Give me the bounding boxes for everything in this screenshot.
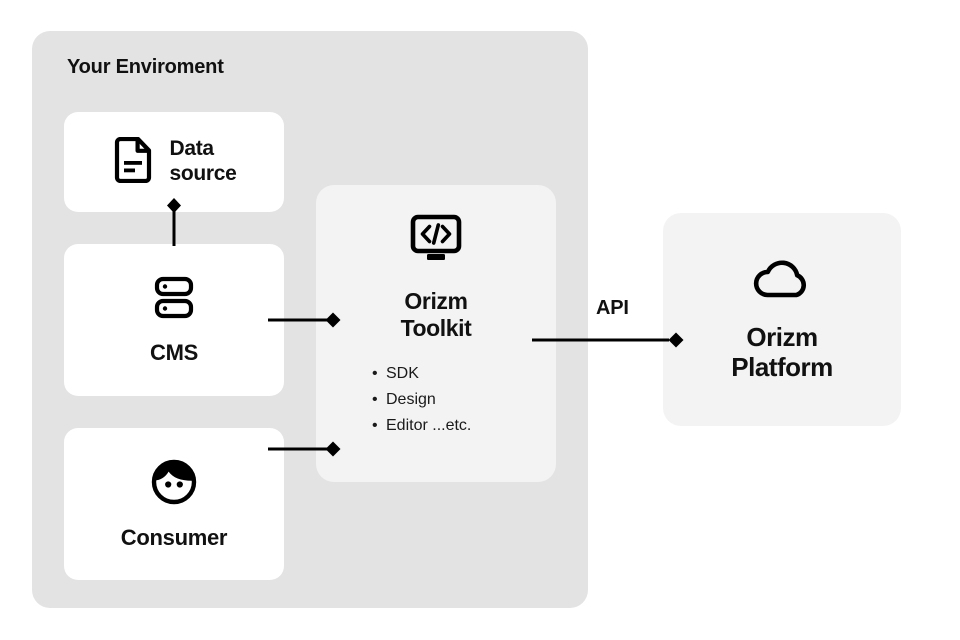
card-consumer-label: Consumer xyxy=(120,524,228,550)
card-orizm-platform-title-line2: Platform xyxy=(731,352,833,382)
toolkit-feature-list: SDK Design Editor ...etc. xyxy=(372,361,471,439)
card-cms-label: CMS xyxy=(150,339,198,365)
card-data-source-label-line2: source xyxy=(169,162,237,185)
document-icon xyxy=(111,136,155,188)
toolkit-feature-item: Editor ...etc. xyxy=(372,413,471,439)
card-orizm-toolkit-title-line2: Toolkit xyxy=(400,314,472,341)
card-orizm-toolkit-title-line1: Orizm xyxy=(404,288,468,314)
toolkit-feature-item: SDK xyxy=(372,361,471,387)
code-monitor-icon xyxy=(408,213,464,270)
card-orizm-platform-title-line1: Orizm xyxy=(746,321,818,352)
card-consumer[interactable]: Consumer xyxy=(64,428,284,580)
card-orizm-toolkit[interactable]: Orizm Toolkit SDK Design Editor ...etc. xyxy=(316,185,556,482)
toolkit-feature-item: Design xyxy=(372,387,471,413)
card-cms[interactable]: CMS xyxy=(64,244,284,396)
card-data-source-label-line1: Data xyxy=(169,137,214,161)
server-icon xyxy=(152,275,196,326)
card-data-source-label: Data source xyxy=(169,137,236,187)
card-orizm-platform[interactable]: Orizm Platform xyxy=(663,213,901,426)
connector-api-label: API xyxy=(596,297,629,319)
environment-title: Your Enviroment xyxy=(67,56,224,78)
cloud-icon xyxy=(750,257,814,306)
card-orizm-toolkit-title: Orizm Toolkit xyxy=(401,288,472,341)
person-icon xyxy=(150,458,198,511)
card-orizm-platform-title: Orizm Platform xyxy=(731,321,833,382)
card-data-source[interactable]: Data source xyxy=(64,112,284,212)
